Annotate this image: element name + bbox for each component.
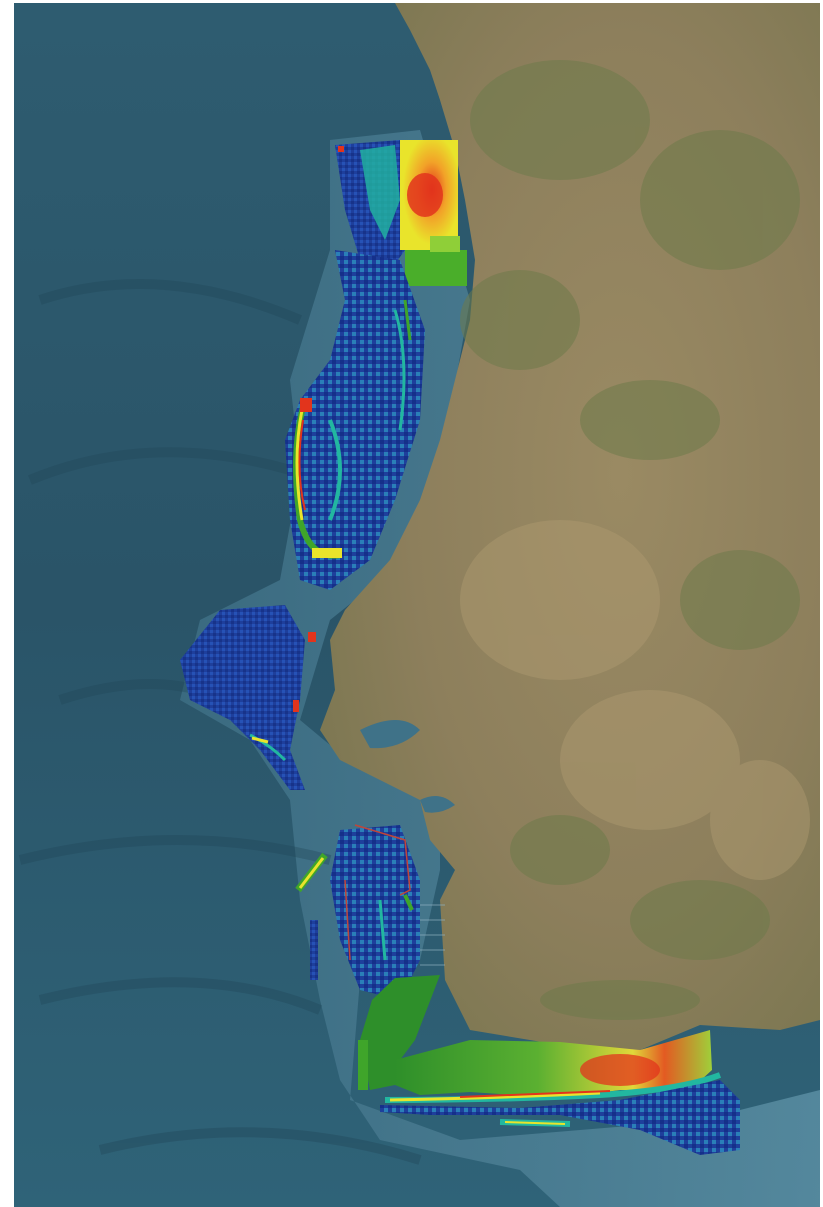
sado-estuary <box>420 796 455 813</box>
survey-boundary-line <box>344 824 411 961</box>
heatmap-region-north-coast[interactable] <box>335 140 467 286</box>
heatmap-region-lisbon-canyon[interactable] <box>180 605 316 790</box>
heatmap-region-southwest-shelf[interactable] <box>295 824 445 1000</box>
heatmap-overlay[interactable] <box>180 140 740 1155</box>
dry-land-patches <box>460 520 810 880</box>
vegetation-patches <box>460 60 800 1020</box>
heatmap-region-algarve-south[interactable] <box>358 975 740 1155</box>
hatched-zone <box>420 904 445 966</box>
tagus-estuary <box>360 720 420 749</box>
heatmap-region-central-shelf[interactable] <box>285 250 425 590</box>
